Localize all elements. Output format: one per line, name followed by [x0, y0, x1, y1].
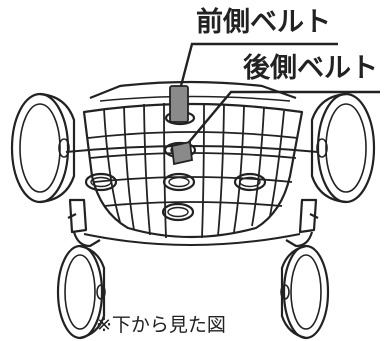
front-belt-leader-line — [179, 42, 338, 87]
basket-outline — [82, 102, 304, 239]
canopy-edge — [89, 80, 297, 100]
frame-holes — [84, 172, 267, 222]
basket-vertical-ribs — [103, 102, 285, 239]
rear-belt-leader-line — [183, 90, 380, 149]
front-right-wheel — [280, 244, 330, 340]
front-right-caster-mount — [285, 198, 319, 248]
rear-belt-label: 後側ベルト — [243, 53, 378, 84]
rear-left-wheel — [10, 92, 76, 204]
front-left-wheel — [56, 244, 106, 340]
front-left-caster-mount — [67, 198, 101, 248]
stroller-body — [10, 80, 376, 340]
front-belt-label: 前側ベルト — [196, 6, 331, 38]
canopy-inner-edge — [99, 95, 291, 102]
front-axle-frame — [83, 233, 301, 246]
front-belt — [169, 85, 189, 123]
view-note-label: ※下から見た図 — [96, 314, 226, 336]
basket-cross-bars — [87, 131, 299, 207]
rear-right-wheel — [310, 92, 376, 204]
rear-belt — [171, 140, 193, 166]
